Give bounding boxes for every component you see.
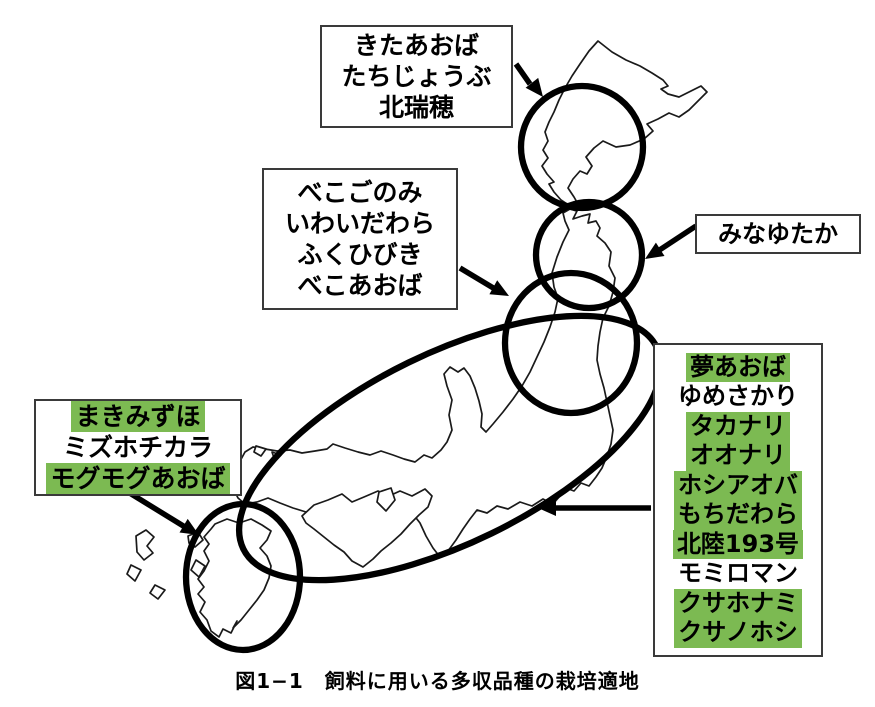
variety-label: ミズホチカラ <box>62 433 213 462</box>
variety-label: まきみずほ <box>71 401 205 432</box>
north-tohoku-region-circle <box>532 198 646 312</box>
west-kyushu-islet <box>149 584 166 600</box>
variety-label: べこあおば <box>297 271 423 300</box>
variety-label: たちじょうぶ <box>341 62 492 91</box>
tsushima-islet <box>190 559 206 578</box>
arrow-from-minayutaka <box>645 223 698 259</box>
variety-box-minayutaka: みなゆたか <box>695 214 861 254</box>
variety-label: タカナリ <box>686 411 790 441</box>
arrow-to-hokkaido <box>513 62 543 97</box>
variety-label: ふくひびき <box>297 240 423 269</box>
variety-label: 北瑞穂 <box>378 93 454 122</box>
hokkaido-region-circle <box>517 82 647 212</box>
variety-label: オオナリ <box>686 441 790 471</box>
south-tohoku-region-circle <box>501 269 641 417</box>
variety-box-hokkaido: きたあおばたちじょうぶ北瑞穂 <box>320 25 513 128</box>
variety-label: クサノホシ <box>674 618 802 648</box>
variety-label: ホシアオバ <box>674 470 802 500</box>
oki-islet <box>253 445 267 457</box>
figure-caption: 図1−1 飼料に用いる多収品種の栽培適地 <box>235 669 640 693</box>
variety-label: 夢あおば <box>686 352 790 382</box>
variety-label: クサホナミ <box>674 588 802 618</box>
variety-label: いわいだわら <box>284 209 435 238</box>
shikoku-outline <box>301 488 433 568</box>
variety-label: きたあおば <box>353 31 479 60</box>
variety-label: モグモグあおば <box>46 463 230 494</box>
variety-label: ゆめさかり <box>678 382 798 410</box>
variety-box-honshu: 夢あおばゆめさかりタカナリオオナリホシアオバもちだわら北陸193号モミロマンクサ… <box>653 343 823 657</box>
variety-label: もちだわら <box>674 500 802 530</box>
honshu-outline <box>232 208 616 558</box>
awaji-islet <box>376 487 396 512</box>
kyushu-region-circle <box>182 500 304 654</box>
hokkaido-outline <box>541 40 708 207</box>
arrow-to-north-tohoku <box>458 265 509 296</box>
arrow-to-central-honshu <box>538 500 651 516</box>
arrow-to-kyushu <box>126 489 199 535</box>
variety-label: モミロマン <box>678 559 798 587</box>
variety-label: 北陸193号 <box>672 529 804 559</box>
variety-label: みなゆたか <box>718 219 838 248</box>
variety-label: べこごのみ <box>297 178 423 207</box>
kyushu-outline <box>197 518 272 638</box>
goto-islet-2 <box>126 564 142 582</box>
variety-box-kyushu: まきみずほミズホチカラモグモグあおば <box>34 399 242 496</box>
goto-islet <box>135 529 155 561</box>
variety-box-north-tohoku: べこごのみいわいだわらふくひびきべこあおば <box>262 168 458 310</box>
